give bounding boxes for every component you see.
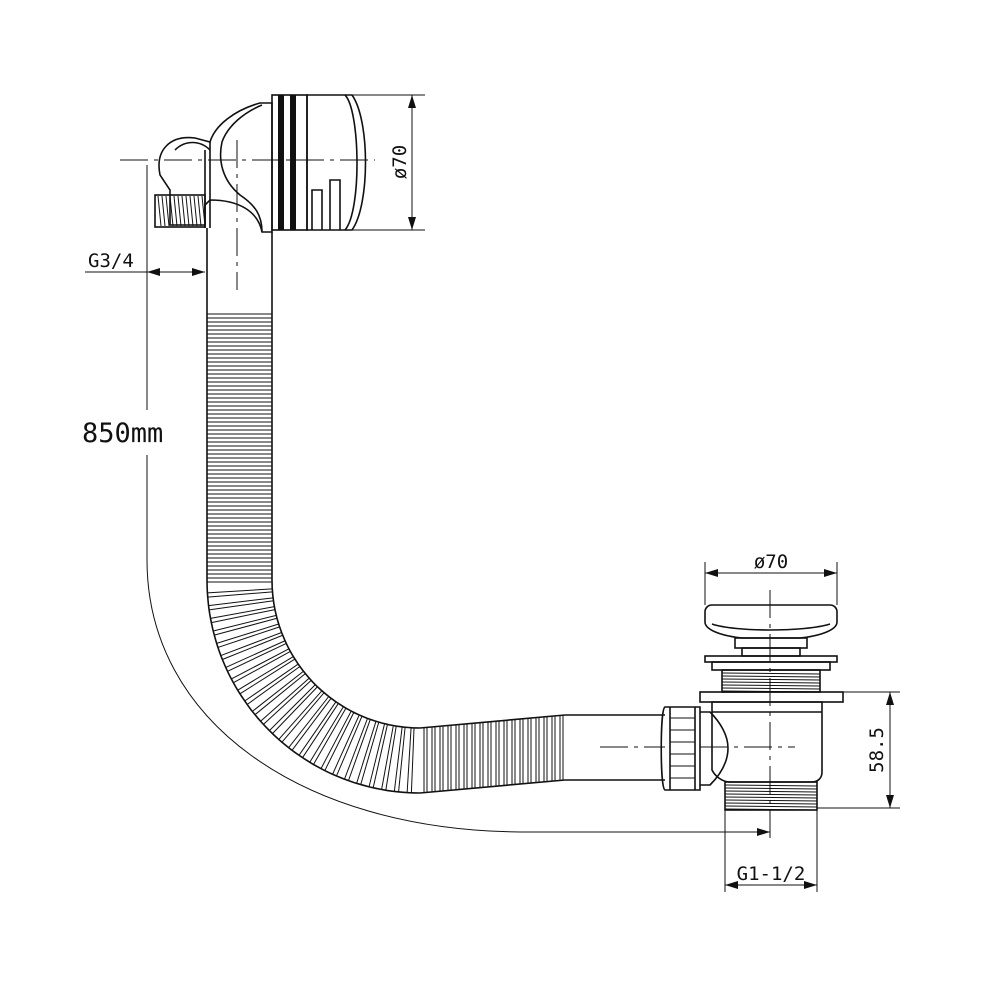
hose-length-label: 850mm: [82, 418, 163, 449]
overflow-diameter-dimension: ø70: [352, 94, 425, 231]
overflow-assembly: [120, 94, 375, 290]
waste-thread-label: G1-1/2: [737, 863, 806, 885]
waste-diameter-dimension: ø70: [704, 551, 838, 605]
waste-assembly: [660, 590, 844, 840]
overflow-thread-dimension: G3/4: [85, 165, 205, 280]
flexible-hose: [206, 228, 665, 794]
waste-thread-dimension: G1-1/2: [724, 810, 818, 892]
waste-height-label: 58.5: [866, 727, 888, 773]
overflow-diameter-label: ø70: [389, 145, 411, 179]
overflow-thread-label: G3/4: [88, 250, 134, 272]
waste-diameter-label: ø70: [754, 551, 788, 573]
waste-height-dimension: 58.5: [817, 691, 900, 809]
hose-length-dimension: 850mm: [82, 280, 770, 836]
overflow-thread: [154, 194, 206, 228]
